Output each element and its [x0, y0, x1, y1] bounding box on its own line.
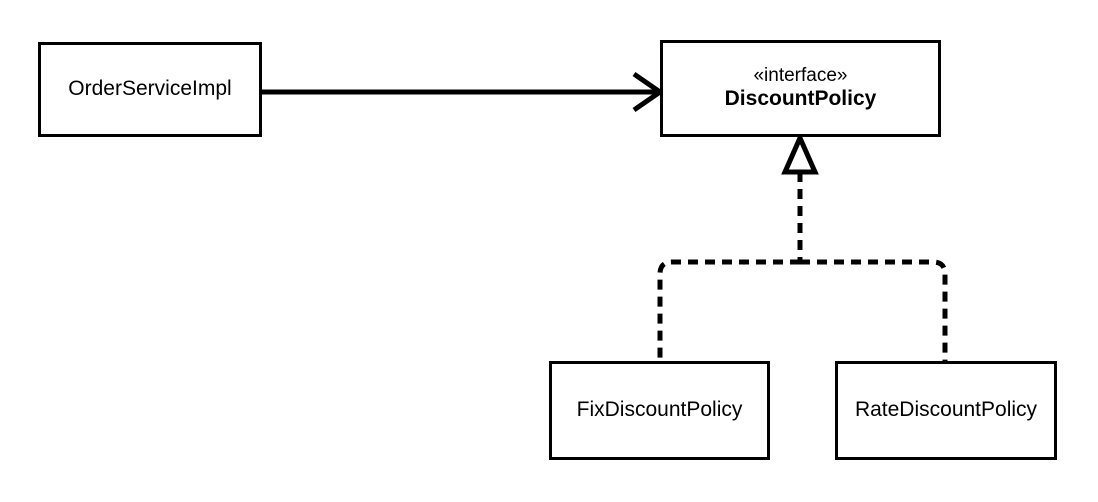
hollow-triangle-icon: [781, 131, 819, 175]
class-name-order-service-impl: OrderServiceImpl: [68, 77, 232, 101]
interface-name-discount-policy: DiscountPolicy: [724, 87, 877, 111]
class-name-fix-discount-policy: FixDiscountPolicy: [576, 398, 743, 422]
realization-branch-fix-dashed: [657, 259, 800, 361]
class-box-rate-discount-policy[interactable]: RateDiscountPolicy: [835, 361, 1057, 460]
class-box-fix-discount-policy[interactable]: FixDiscountPolicy: [549, 361, 770, 460]
class-name-rate-discount-policy: RateDiscountPolicy: [854, 398, 1038, 422]
realization-connector: [657, 131, 948, 361]
stereotype-label-interface: «interface»: [753, 64, 848, 86]
association-connector: [262, 71, 665, 113]
interface-box-discount-policy[interactable]: «interface» DiscountPolicy: [660, 40, 941, 137]
realization-branch-rate-dashed: [800, 259, 948, 361]
class-box-order-service-impl[interactable]: OrderServiceImpl: [38, 42, 262, 137]
